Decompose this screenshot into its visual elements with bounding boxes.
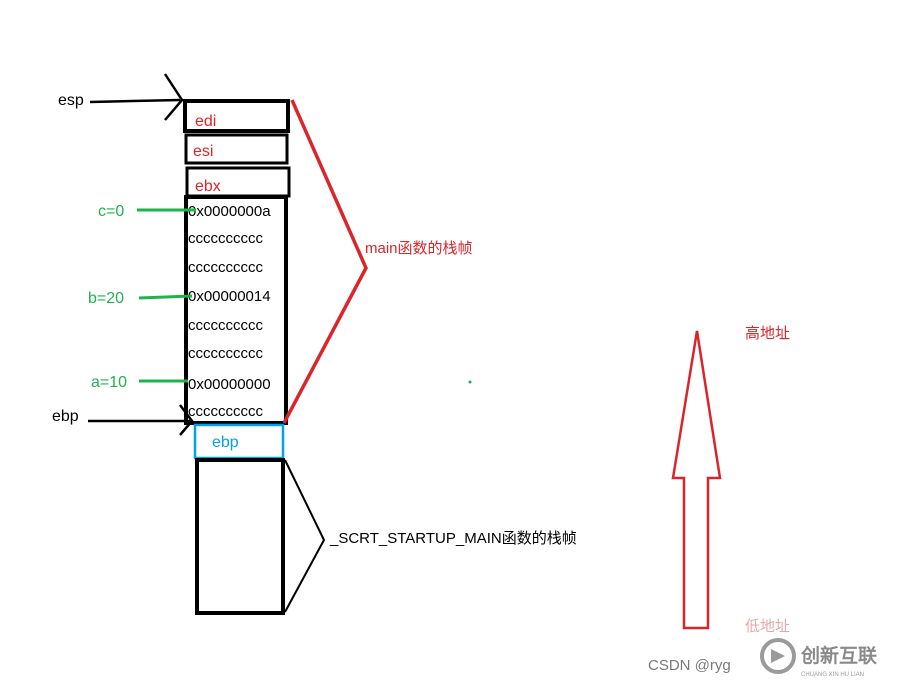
caller-frame-brace bbox=[284, 459, 326, 613]
register-label-esi: esi bbox=[193, 143, 213, 160]
register-label-ebx: ebx bbox=[195, 178, 221, 195]
variable-label-a: a=10 bbox=[91, 374, 127, 391]
stack-cell: cccccccccc bbox=[188, 230, 264, 247]
csdn-watermark: CSDN @ryg bbox=[648, 657, 731, 674]
stack-cell: cccccccccc bbox=[188, 403, 264, 420]
register-box-esi: esi bbox=[184, 133, 289, 165]
variable-label-b: b=20 bbox=[88, 290, 124, 307]
variable-label-c: c=0 bbox=[98, 203, 124, 220]
caller-frame-label: _SCRT_STARTUP_MAIN函数的栈帧 bbox=[329, 530, 577, 547]
stack-cell: cccccccccc bbox=[188, 345, 264, 362]
stack-cell: 0x0000000a bbox=[188, 203, 271, 220]
stack-cell: cccccccccc bbox=[188, 259, 264, 276]
register-box-ebx: ebx bbox=[185, 166, 291, 198]
caller-frame-box bbox=[195, 458, 285, 615]
low-address-label: 低地址 bbox=[745, 618, 790, 635]
saved-ebp-box: ebp bbox=[193, 423, 285, 460]
stray-dot bbox=[468, 380, 472, 384]
ebp-arrow bbox=[88, 404, 194, 436]
ebp-label: ebp bbox=[52, 408, 79, 425]
saved-ebp-label: ebp bbox=[212, 434, 239, 451]
main-frame-brace bbox=[282, 99, 368, 424]
register-box-edi: edi bbox=[183, 99, 290, 133]
register-label-edi: edi bbox=[195, 113, 216, 130]
brand-logo-icon bbox=[760, 638, 796, 674]
main-stack-body bbox=[184, 195, 288, 425]
high-address-label: 高地址 bbox=[745, 325, 790, 342]
stack-cell: 0x00000014 bbox=[188, 288, 271, 305]
variable-annotations: c=0 b=20 a=10 bbox=[88, 203, 127, 391]
esp-label: esp bbox=[58, 92, 84, 109]
brand-watermark: 创新互联 CHUANG XIN HU LIAN bbox=[748, 632, 896, 684]
address-direction-arrow bbox=[671, 330, 722, 630]
stack-cell: cccccccccc bbox=[188, 317, 264, 334]
main-frame-label: main函数的栈帧 bbox=[365, 240, 473, 257]
variable-pointer-lines bbox=[137, 208, 196, 383]
brand-name: 创新互联 bbox=[800, 644, 877, 667]
brand-subtitle: CHUANG XIN HU LIAN bbox=[801, 672, 864, 678]
stack-cells: 0x0000000a cccccccccc cccccccccc 0x00000… bbox=[188, 203, 271, 420]
esp-arrow bbox=[89, 73, 184, 121]
stack-cell: 0x00000000 bbox=[188, 376, 271, 393]
